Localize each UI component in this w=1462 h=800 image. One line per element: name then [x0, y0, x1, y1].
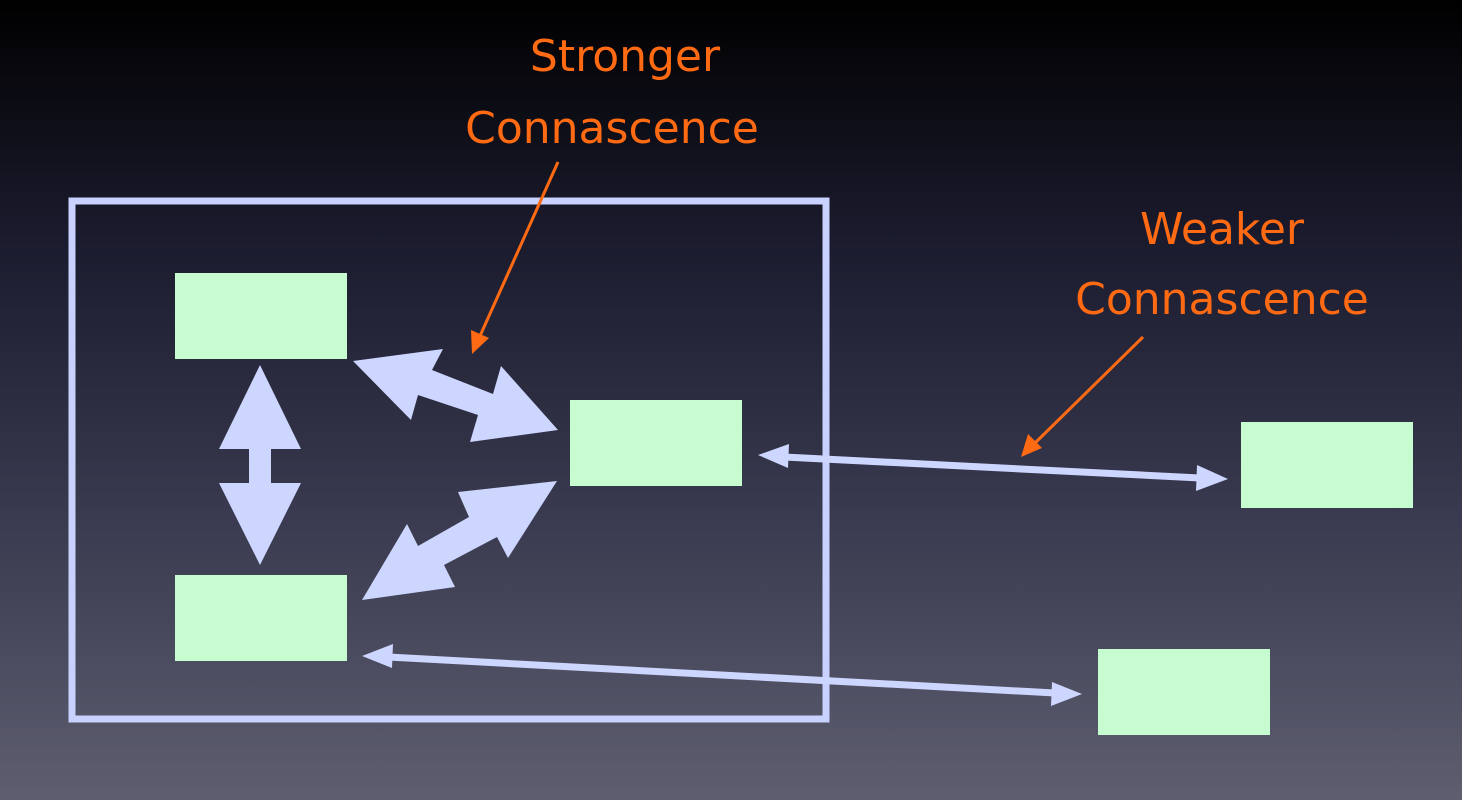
weak-arrow-bottom-left-to-bottom-right [362, 644, 1082, 706]
weak-callout-pointer [1021, 335, 1145, 457]
weak-label-line1: Weaker [1140, 204, 1305, 255]
component-top-left [175, 273, 347, 359]
component-far-right [1241, 422, 1413, 508]
strong-label-line2: Connascence [465, 103, 759, 154]
component-bottom-left [175, 575, 347, 661]
weak-label-line2: Connascence [1075, 274, 1369, 325]
component-bottom-right [1098, 649, 1270, 735]
weak-arrow-center-to-right [758, 444, 1228, 491]
component-center [570, 400, 742, 486]
strong-callout-pointer [471, 161, 560, 354]
strong-label-line1: Stronger [530, 31, 721, 82]
strong-arrow-vertical [219, 365, 301, 565]
strong-arrow-bottom-to-center [362, 481, 557, 600]
strong-arrow-top-to-center [353, 349, 558, 442]
